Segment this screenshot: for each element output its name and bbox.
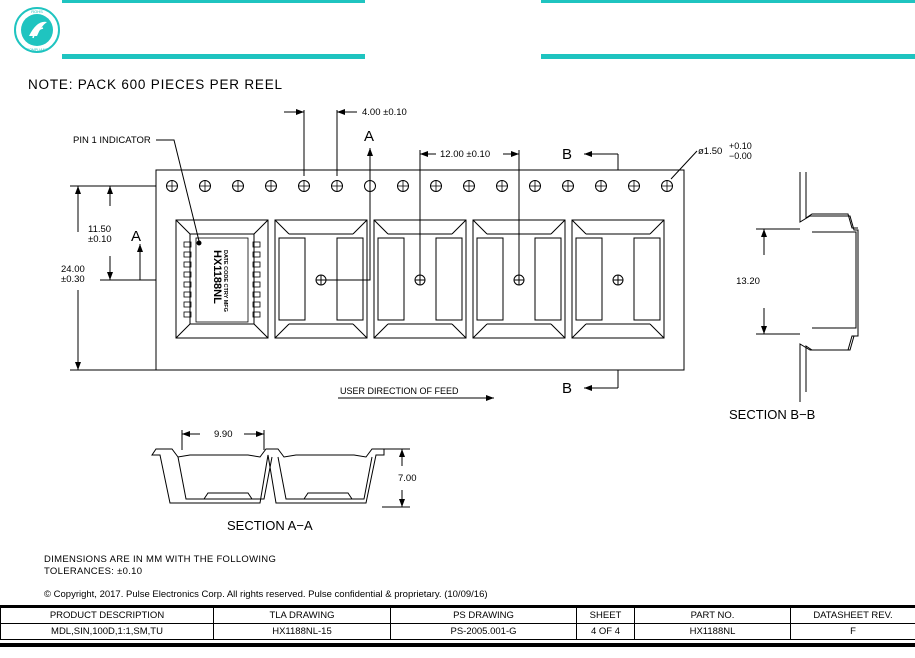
- value-sheet: 4 OF 4: [576, 623, 635, 640]
- hole-tolerance-plus: +0.10: [729, 141, 752, 151]
- header-bar-left: [62, 54, 365, 59]
- pitch-large-dimension: 12.00 ±0.10: [440, 149, 490, 160]
- header-sheet: SHEET: [576, 607, 635, 624]
- section-bb-view: [756, 172, 859, 402]
- header-tla-drawing: TLA DRAWING: [213, 607, 391, 624]
- pack-note: NOTE: PACK 600 PIECES PER REEL: [28, 77, 283, 92]
- header-bar-top-right: [541, 0, 915, 3]
- value-part-no: HX1188NL: [634, 623, 791, 640]
- tape-width-value: 24.00: [61, 264, 85, 275]
- tape-width-tolerance: ±0.30: [61, 274, 85, 285]
- hole-diameter-dimension: ø1.50: [698, 146, 722, 157]
- section-a-mark-top: A: [364, 128, 374, 145]
- section-b-mark-bottom: B: [562, 380, 572, 397]
- title-block-value-row: MDL,SIN,100D,1:1,SM,TU HX1188NL-15 PS-20…: [0, 623, 915, 640]
- logo-bottom-text: COMPLIANT: [27, 48, 49, 52]
- logo-top-text: ROHS: [31, 9, 43, 14]
- rohs-logo: ROHS COMPLIANT: [14, 7, 60, 53]
- header-bar-right: [541, 54, 915, 59]
- pocket-5: [571, 219, 665, 339]
- part-marking-sub: DATE CODE CTRY MFG: [222, 250, 228, 312]
- section-a-mark-left: A: [131, 228, 141, 245]
- title-block-top-rule: [0, 605, 915, 608]
- offset-value: 11.50: [88, 224, 111, 235]
- tape-reel-drawing: PIN 1 INDICATOR 4.00 ±0.10 12.00 ±0.10 ø…: [61, 107, 859, 533]
- offset-tolerance: ±0.10: [88, 234, 112, 245]
- header-ps-drawing: PS DRAWING: [390, 607, 577, 624]
- header-product-description: PRODUCT DESCRIPTION: [0, 607, 214, 624]
- title-block-bottom-rule: [0, 643, 915, 647]
- pin1-dot: [196, 240, 202, 246]
- header-part-no: PART NO.: [634, 607, 791, 624]
- sprocket-holes: [166, 180, 673, 192]
- value-ps-drawing: PS-2005.001-G: [390, 623, 577, 640]
- part-marking: HX1188NL: [211, 250, 223, 304]
- feed-direction-label: USER DIRECTION OF FEED: [340, 386, 459, 396]
- value-datasheet-rev: F: [790, 623, 915, 640]
- copyright-text: © Copyright, 2017. Pulse Electronics Cor…: [44, 589, 488, 600]
- section-aa-width: 9.90: [214, 429, 233, 440]
- title-block: PRODUCT DESCRIPTION TLA DRAWING PS DRAWI…: [0, 607, 915, 640]
- pocket-3: [373, 219, 467, 339]
- value-product-description: MDL,SIN,100D,1:1,SM,TU: [0, 623, 214, 640]
- hole-tolerance-minus: −0.00: [729, 151, 752, 161]
- header-datasheet-rev: DATASHEET REV.: [790, 607, 915, 624]
- component-pins: [183, 237, 261, 323]
- pocket-1: [175, 219, 269, 339]
- value-tla-drawing: HX1188NL-15: [213, 623, 391, 640]
- section-bb-dimension: 13.20: [736, 276, 760, 287]
- section-aa-view: [151, 430, 410, 508]
- section-aa-depth: 7.00: [398, 473, 417, 484]
- section-aa-label: SECTION A−A: [227, 518, 313, 533]
- header-bar-top-left: [62, 0, 365, 3]
- tolerances-line-1: DIMENSIONS ARE IN MM WITH THE FOLLOWING: [44, 554, 277, 565]
- pin1-indicator-label: PIN 1 INDICATOR: [73, 135, 151, 146]
- pocket-2: [274, 219, 368, 339]
- tolerances-line-2: TOLERANCES: ±0.10: [44, 566, 143, 577]
- pitch-small-dimension: 4.00 ±0.10: [362, 107, 407, 118]
- section-bb-label: SECTION B−B: [729, 407, 815, 422]
- title-block-header-row: PRODUCT DESCRIPTION TLA DRAWING PS DRAWI…: [0, 607, 915, 624]
- section-b-mark-top: B: [562, 146, 572, 163]
